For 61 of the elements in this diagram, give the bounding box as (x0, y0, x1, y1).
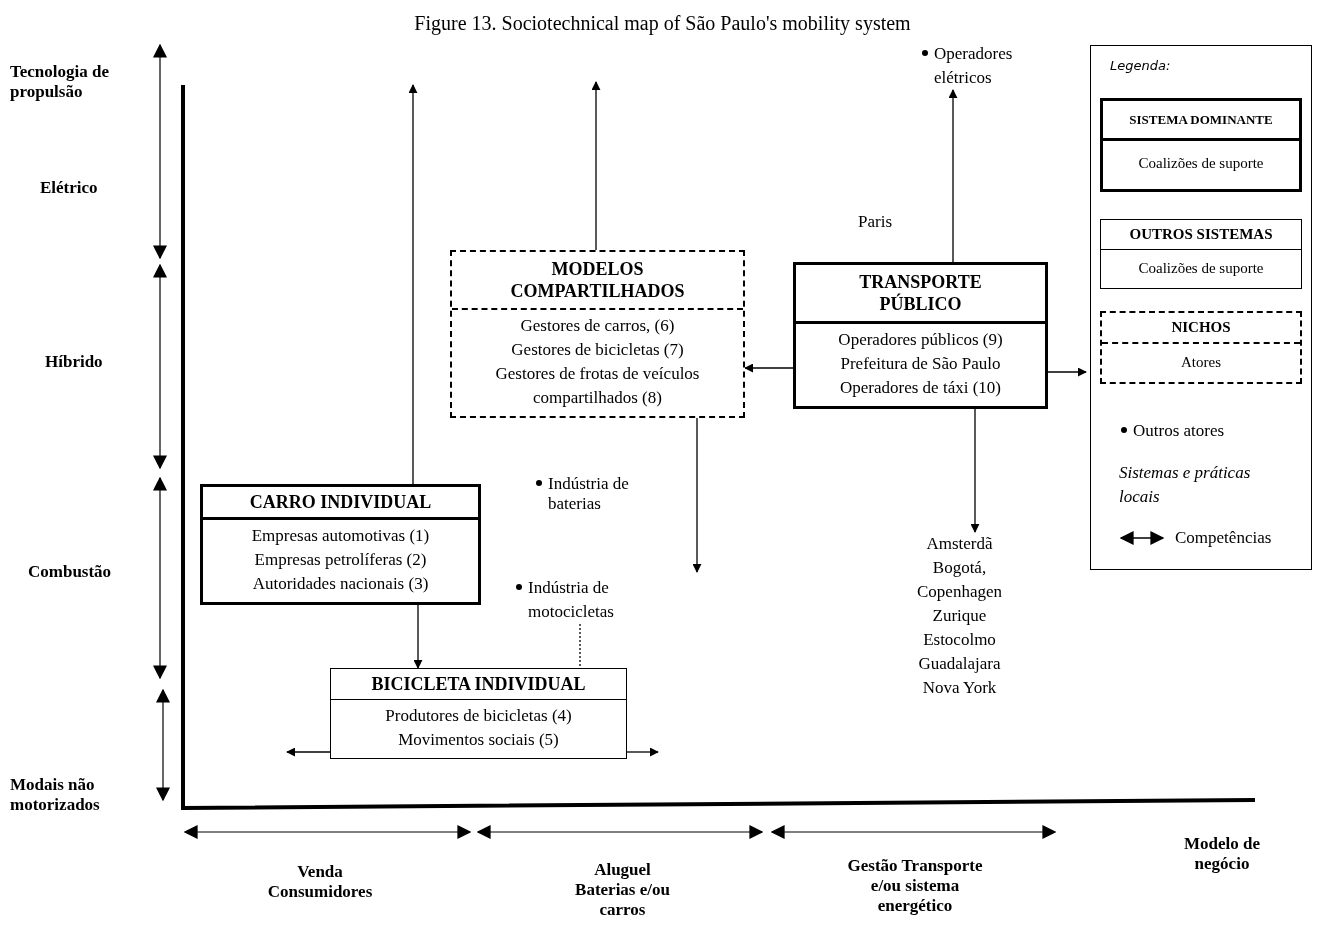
axis-label: Combustão (28, 562, 113, 582)
box-text: Gestores de bicicletas (7) (510, 339, 685, 361)
box-text: Gestores de carros, (6) (519, 315, 676, 337)
arrow (1047, 367, 1087, 377)
axis-label: Modais não motorizados (10, 775, 101, 815)
city-name: Bogotá, (931, 557, 988, 579)
box-heading: MODELOS COMPARTILHADOS (452, 252, 743, 310)
arrow (591, 81, 601, 251)
box-text: Empresas petrolíferas (2) (253, 549, 428, 571)
actor-note: Indústria de motocicletas (528, 577, 615, 623)
arrow (413, 604, 423, 669)
legend-text: NICHOS (1102, 313, 1300, 344)
arrow (626, 747, 659, 757)
arrow (948, 89, 958, 263)
arrow (970, 408, 980, 533)
city-name: Nova York (921, 677, 998, 699)
box-text: Operadores de táxi (10) (839, 377, 1002, 399)
actor-note: Operadores elétricos (934, 43, 1014, 89)
legend-text: Competências (1175, 528, 1272, 548)
axis-label: Venda Consumidores (266, 862, 374, 902)
box-text: Autoridades nacionais (3) (251, 573, 430, 595)
city-name: Copenhagen (916, 581, 1003, 603)
axis-label: Híbrido (45, 352, 104, 372)
system-box (793, 262, 1048, 409)
axis-label: Tecnologia de propulsão (10, 62, 111, 102)
box-heading: CARRO INDIVIDUAL (203, 487, 478, 520)
arrow (744, 363, 794, 373)
axis-label: Aluguel Baterias e/ou carros (574, 860, 671, 920)
system-box (450, 250, 745, 418)
box-text: Gestores de frotas de veículos compartilhados (8) (494, 363, 701, 409)
legend-text: SISTEMA DOMINANTE (1103, 101, 1299, 141)
city-name: Paris (858, 212, 893, 232)
box-text: Empresas automotivas (1) (250, 525, 431, 547)
box-text: Produtores de bicicletas (4) (384, 705, 573, 727)
city-name: Amsterdã (925, 533, 994, 555)
box-heading: TRANSPORTE PÚBLICO (796, 265, 1045, 324)
legend-text: Sistemas e práticas locais (1119, 462, 1252, 508)
axis-label: Elétrico (40, 178, 99, 198)
actor-note: Indústria de baterias (548, 474, 630, 514)
box-heading: BICICLETA INDIVIDUAL (331, 669, 626, 700)
box-text: Prefeitura de São Paulo (839, 353, 1002, 375)
arrow (408, 84, 418, 485)
system-box (200, 484, 481, 605)
city-name: Guadalajara (917, 653, 1002, 675)
system-box (330, 668, 627, 759)
legend-text: OUTROS SISTEMAS (1101, 220, 1301, 250)
legend-title: Legenda: (1110, 58, 1172, 73)
legend-text: Outros atores (1133, 421, 1225, 441)
box-text: Movimentos sociais (5) (397, 729, 560, 751)
figure-title: Figure 13. Sociotechnical map of São Paulo's mobility system (413, 12, 912, 35)
box-text: Operadores públicos (9) (837, 329, 1004, 351)
legend-text: Coalizões de suporte (1137, 259, 1265, 278)
legend-text: Coalizões de suporte (1137, 154, 1265, 173)
city-name: Zurique (931, 605, 988, 627)
axis-label: Gestão Transporte e/ou sistema energético (846, 856, 984, 916)
axis-label: Modelo de negócio (1183, 834, 1261, 874)
legend-text: Atores (1180, 353, 1222, 372)
arrow (692, 417, 702, 573)
dotted-connector (579, 623, 581, 669)
city-name: Estocolmo (922, 629, 997, 651)
arrow (286, 747, 331, 757)
